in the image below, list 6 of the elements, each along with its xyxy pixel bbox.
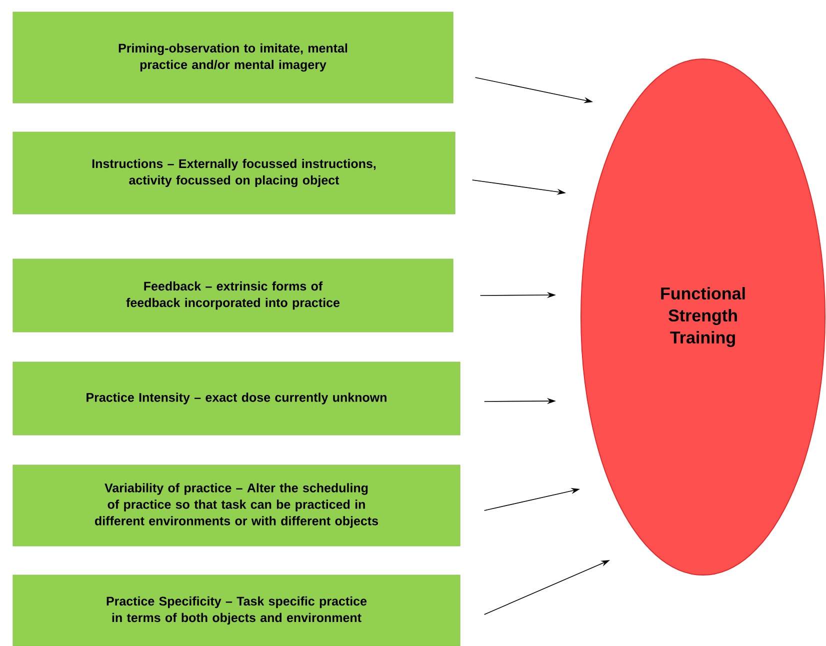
text-box: Variability of practice – Alter the scheduling of practice so that task can be practiced in different environments or with different objects: [12, 464, 460, 546]
text-box: Feedback – extrinsic forms of feedback incorporated into practice: [12, 258, 454, 332]
text-box: Practice Intensity – exact dose currently unknown: [12, 362, 460, 436]
text-box: Instructions – Externally focussed instructions, activity focussed on placing object: [12, 132, 456, 214]
text-box: Practice Specificity – Task specific practice in terms of both objects and environment: [12, 574, 460, 646]
text-box: Priming-observation to imitate, mental practice and/or mental imagery: [12, 12, 454, 104]
